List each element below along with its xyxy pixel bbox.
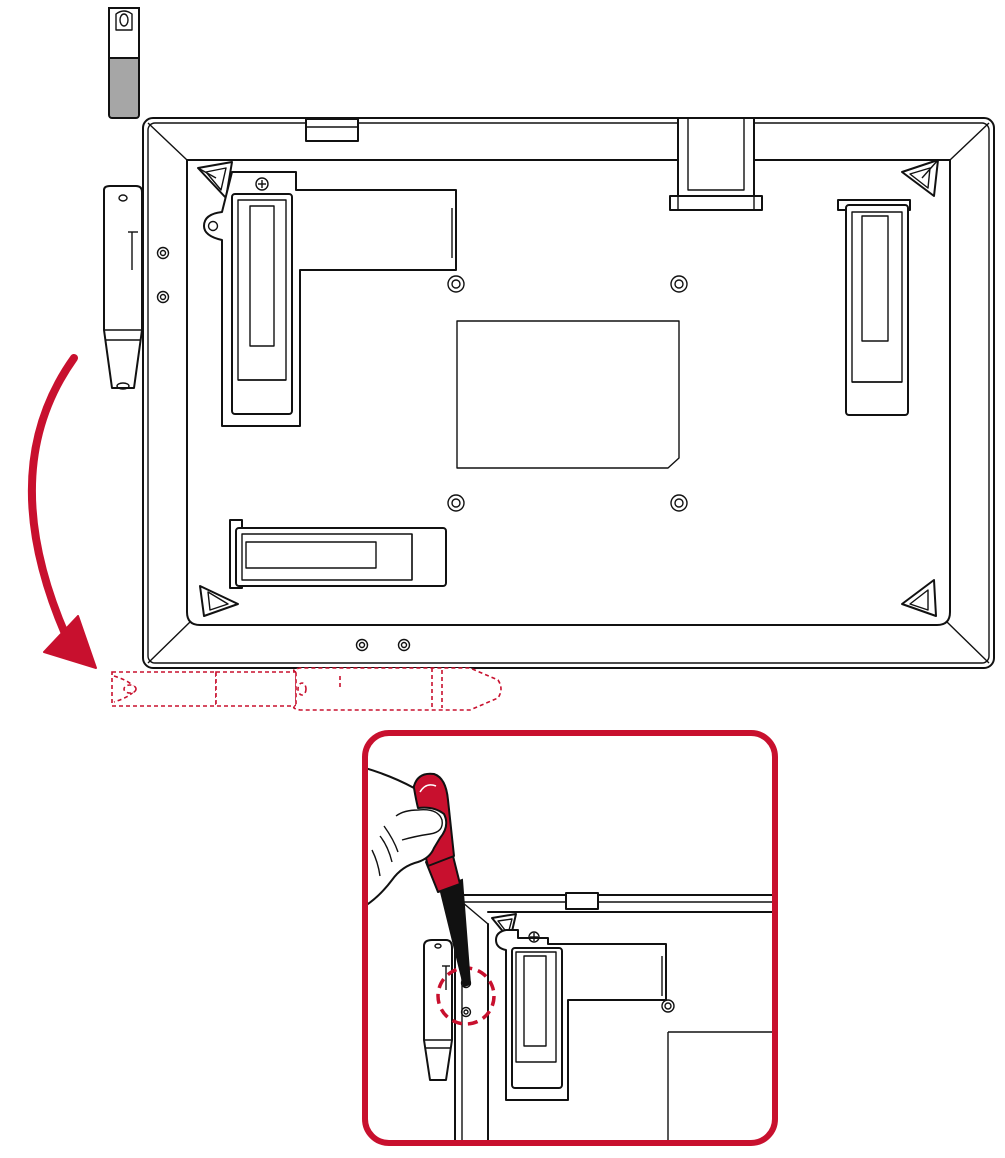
screw-icon	[156, 246, 170, 304]
vesa-mount-hole-icon	[447, 275, 688, 512]
rear-label-panel	[456, 320, 680, 469]
corner-foot-icon	[199, 585, 239, 617]
detail-callout	[362, 730, 778, 1146]
stylus-icon	[423, 939, 453, 1081]
stylus-holder-bracket-right	[837, 199, 911, 416]
screw-icon	[460, 1006, 472, 1018]
hand-icon	[365, 767, 448, 907]
stylus-holder-bracket-bottom	[229, 519, 447, 589]
corner-foot-icon	[197, 161, 233, 199]
device-inner-panel	[186, 159, 951, 626]
screw-icon	[528, 931, 540, 943]
corner-foot-icon	[901, 159, 939, 197]
detail-callout-border	[362, 730, 778, 1146]
screw-icon	[355, 638, 411, 652]
stylus-holder-bracket-upper-left	[203, 171, 457, 427]
top-tab	[305, 118, 359, 142]
stylus-icon	[103, 7, 143, 390]
stylus-target-position	[111, 667, 502, 711]
screw-icon	[255, 177, 269, 191]
rotation-arrow-icon	[28, 354, 97, 669]
corner-foot-icon	[901, 579, 937, 617]
top-hinge-bracket	[669, 117, 763, 211]
device-rear-panel	[142, 117, 995, 677]
vesa-mount-hole-icon	[661, 999, 675, 1013]
